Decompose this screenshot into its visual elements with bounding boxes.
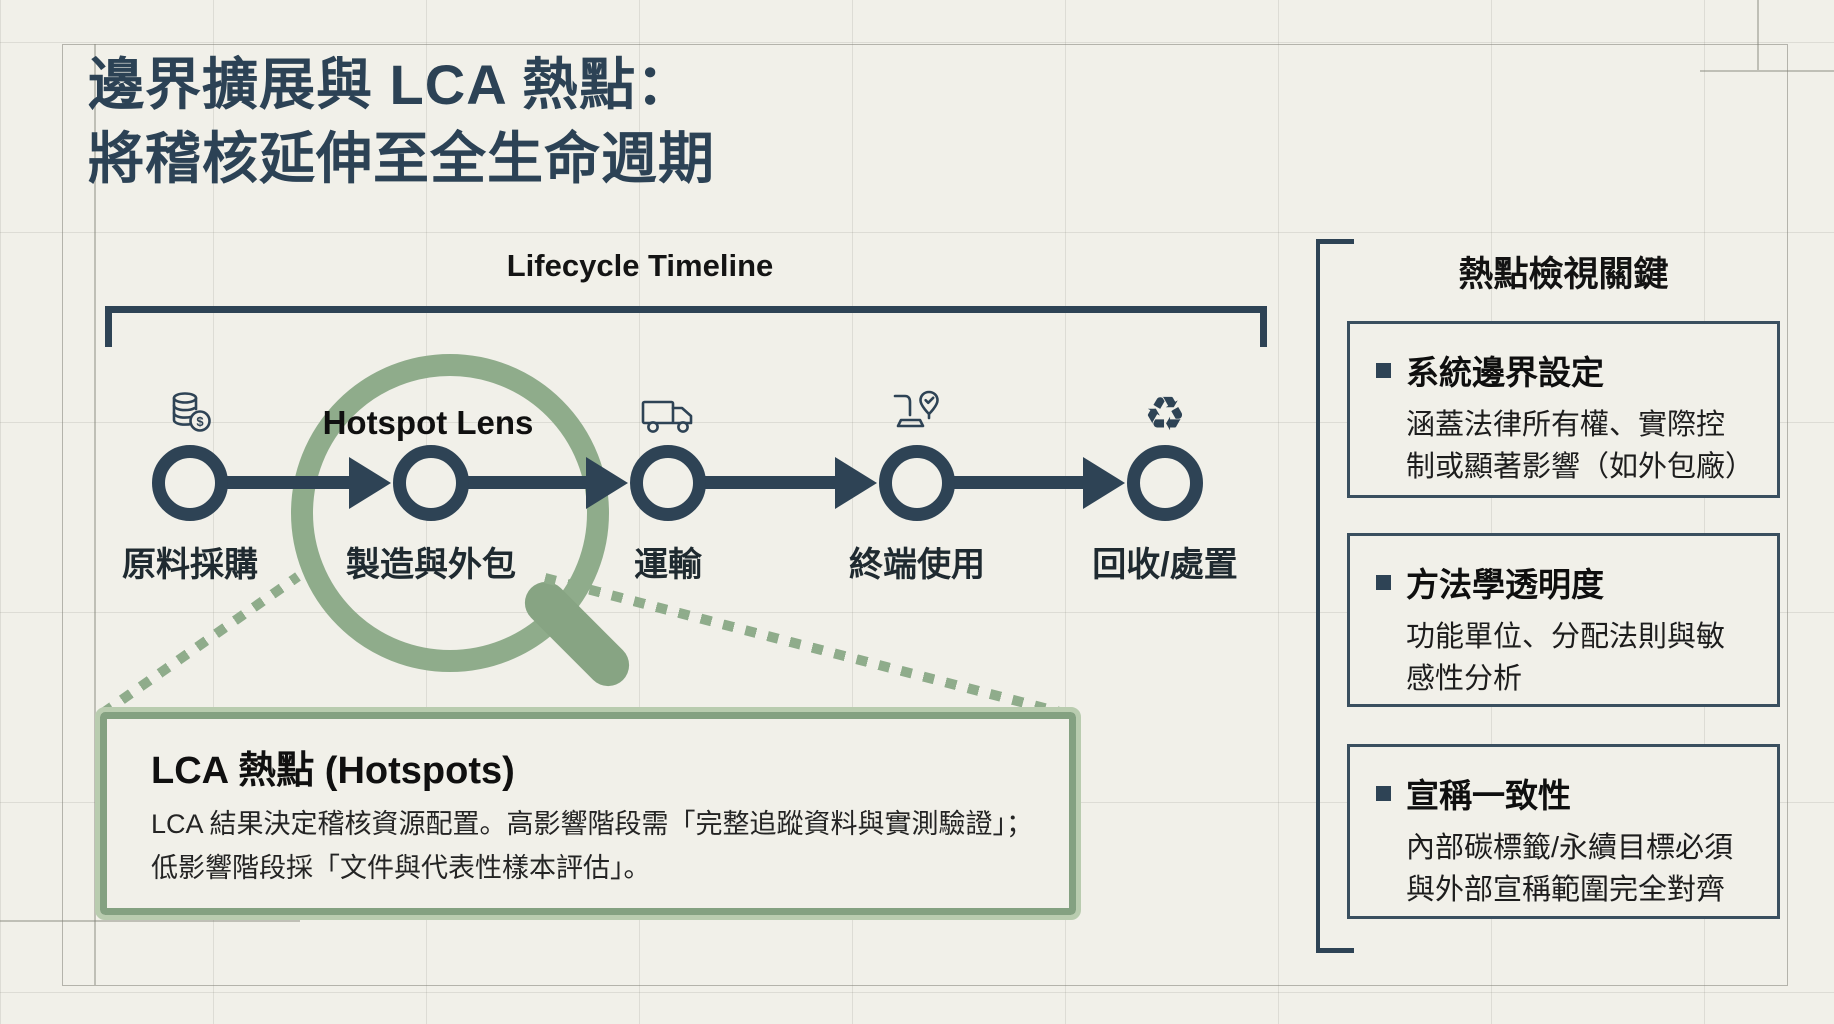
timeline-title: Lifecycle Timeline [506, 248, 774, 283]
timeline-bracket [105, 306, 1267, 347]
stage-label: 原料採購 [122, 546, 258, 584]
stage-node-circle [393, 445, 469, 521]
side-box-body: 功能單位、分配法則與敏感性分析 [1406, 621, 1726, 696]
page-title: 邊界擴展與 LCA 熱點： 將稽核延伸至全生命週期 [88, 48, 715, 196]
side-box-body: 內部碳標籤/永續目標必須與外部宣稱範圍完全對齊 [1406, 832, 1734, 907]
page-title-line2: 將稽核延伸至全生命週期 [88, 126, 715, 190]
stage-label: 運輸 [634, 546, 702, 584]
lca-hotspots-title: LCA 熱點 (Hotspots) [151, 750, 515, 792]
side-box-body: 涵蓋法律所有權、實際控制或顯著影響（如外包廠） [1406, 409, 1755, 484]
stage-end-use: 終端使用 [807, 385, 1027, 586]
recycle-glyph: ♻ [1143, 387, 1187, 440]
square-bullet-icon [1376, 785, 1391, 801]
connector-line [953, 476, 1087, 489]
hotspot-lens-label: Hotspot Lens [322, 404, 534, 441]
stage-node-circle [152, 445, 228, 521]
stage-recycle: ♻ 回收/處置 [1055, 385, 1275, 586]
side-box-title-row: 方法學透明度 [1376, 558, 1753, 606]
side-box-title-row: 宣稱一致性 [1376, 769, 1753, 817]
location-pin-check-icon [891, 385, 943, 437]
side-panel-title: 熱點檢視關鍵 [1458, 255, 1669, 294]
stage-transport: 運輸 [558, 385, 778, 586]
coins-icon: $ [166, 385, 214, 437]
svg-text:$: $ [196, 414, 204, 429]
stage-node-circle [879, 445, 955, 521]
frame-overshoot-line [1700, 70, 1834, 72]
side-box-title-row: 系統邊界設定 [1376, 346, 1753, 394]
connector-line [467, 476, 590, 489]
stage-node-circle [630, 445, 706, 521]
arrowhead-icon [835, 457, 877, 509]
callout-dotted-line-right [543, 573, 1074, 721]
square-bullet-icon [1376, 362, 1391, 378]
arrowhead-icon [586, 457, 628, 509]
stage-node-circle [1127, 445, 1203, 521]
lca-hotspots-body-line1: LCA 結果決定稽核資源配置。高影響階段需「完整追蹤資料與實測驗證」； [151, 809, 1034, 839]
stage-label: 終端使用 [849, 546, 985, 584]
callout-dotted-line-left [100, 572, 301, 718]
side-box-claim-consistency: 宣稱一致性 內部碳標籤/永續目標必須與外部宣稱範圍完全對齊 [1347, 744, 1780, 919]
connector-line [704, 476, 839, 489]
side-panel-bracket [1316, 239, 1320, 953]
page-title-line1: 邊界擴展與 LCA 熱點： [88, 53, 694, 116]
side-box-title: 系統邊界設定 [1406, 354, 1604, 391]
arrowhead-icon [349, 457, 391, 509]
stage-raw-material: $ 原料採購 [80, 385, 300, 586]
frame-overshoot-line [1757, 0, 1759, 70]
side-box-system-boundary: 系統邊界設定 涵蓋法律所有權、實際控制或顯著影響（如外包廠） [1347, 321, 1780, 498]
recycle-icon: ♻ [1144, 385, 1186, 437]
frame-overshoot-line [0, 920, 300, 922]
square-bullet-icon [1376, 574, 1391, 590]
truck-icon [640, 385, 696, 437]
side-panel-bracket-tick-bottom [1316, 948, 1354, 953]
stage-label: 製造與外包 [346, 546, 516, 584]
stage-label: 回收/處置 [1092, 546, 1238, 584]
side-box-methodology: 方法學透明度 功能單位、分配法則與敏感性分析 [1347, 533, 1780, 707]
lca-hotspots-body-line2: 低影響階段採「文件與代表性樣本評估」。 [151, 852, 651, 883]
arrowhead-icon [1083, 457, 1125, 509]
side-box-title: 宣稱一致性 [1406, 777, 1571, 814]
connector-line [226, 476, 353, 489]
lca-hotspots-box: LCA 熱點 (Hotspots) LCA 結果決定稽核資源配置。高影響階段需「… [95, 707, 1081, 920]
stage-manufacturing: 製造與外包 [321, 385, 541, 586]
side-box-title: 方法學透明度 [1406, 566, 1604, 603]
side-panel-bracket-tick-top [1316, 239, 1354, 244]
